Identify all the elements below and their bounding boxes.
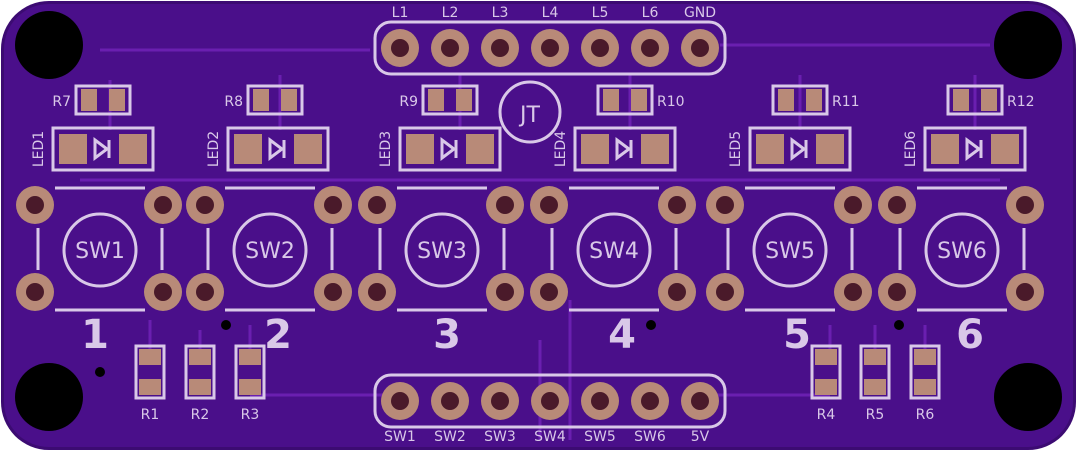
resistor-label-r8: R8 bbox=[224, 94, 243, 110]
top-header-label-6: L6 bbox=[642, 5, 659, 21]
led-label-6: LED6 bbox=[903, 131, 919, 167]
top-header-label-4: L4 bbox=[542, 5, 559, 21]
resistor-r3: R3 bbox=[234, 344, 266, 423]
mounting-hole-bottom-right bbox=[994, 363, 1062, 431]
top-header-pin-7 bbox=[681, 29, 719, 67]
bottom-header-pin-1 bbox=[381, 382, 419, 420]
resistor-label-r6: R6 bbox=[916, 407, 935, 423]
switch-number-5: 5 bbox=[783, 312, 811, 358]
top-header-pin-4 bbox=[531, 29, 569, 67]
top-header-label-7: GND bbox=[684, 5, 716, 21]
switch-number-3: 3 bbox=[433, 312, 461, 358]
led-label-2: LED2 bbox=[206, 131, 222, 167]
resistor-label-r11: R11 bbox=[832, 94, 860, 110]
resistor-label-r12: R12 bbox=[1007, 94, 1035, 110]
bottom-header-label-4: SW4 bbox=[534, 429, 566, 445]
mounting-hole-bottom-left bbox=[15, 363, 83, 431]
top-header-pin-5 bbox=[581, 29, 619, 67]
led-2: LED2 bbox=[206, 126, 330, 172]
bottom-header-pin-2 bbox=[431, 382, 469, 420]
resistor-r12: R12 bbox=[946, 84, 1035, 116]
switch-label-6: SW6 bbox=[937, 239, 987, 264]
led-label-4: LED4 bbox=[553, 131, 569, 167]
resistor-r6: R6 bbox=[909, 344, 941, 423]
top-header-pin-6 bbox=[631, 29, 669, 67]
led-1: LED1 bbox=[31, 126, 155, 172]
resistor-r7: R7 bbox=[52, 84, 132, 116]
logo-text: JT bbox=[518, 103, 540, 128]
bottom-header-label-6: SW6 bbox=[634, 429, 666, 445]
bottom-header-label-1: SW1 bbox=[384, 429, 416, 445]
resistor-r10: R10 bbox=[596, 84, 685, 116]
resistor-r9: R9 bbox=[399, 84, 479, 116]
top-header-pin-1 bbox=[381, 29, 419, 67]
switch-number-2: 2 bbox=[264, 312, 292, 358]
resistor-r8: R8 bbox=[224, 84, 304, 116]
switch-1: SW1 1 bbox=[16, 186, 182, 358]
bottom-header-label-7: 5V bbox=[691, 429, 710, 445]
led-label-3: LED3 bbox=[378, 131, 394, 167]
bottom-header: SW1 SW2 SW3 SW4 SW5 SW6 5V bbox=[373, 373, 727, 445]
resistor-r4: R4 bbox=[810, 344, 842, 423]
mounting-holes bbox=[15, 11, 1062, 431]
top-header-label-1: L1 bbox=[392, 5, 409, 21]
resistor-label-r9: R9 bbox=[399, 94, 418, 110]
resistor-label-r1: R1 bbox=[141, 407, 160, 423]
resistor-r5: R5 bbox=[859, 344, 891, 423]
led-6: LED6 bbox=[903, 126, 1027, 172]
top-header-label-2: L2 bbox=[442, 5, 459, 21]
top-header-pin-2 bbox=[431, 29, 469, 67]
bottom-header-label-2: SW2 bbox=[434, 429, 466, 445]
led-4: LED4 bbox=[553, 126, 677, 172]
switch-3: SW3 3 bbox=[358, 186, 524, 358]
resistor-r1: R1 bbox=[134, 344, 166, 423]
led-3: LED3 bbox=[378, 126, 502, 172]
resistor-r2: R2 bbox=[184, 344, 216, 423]
switch-label-3: SW3 bbox=[417, 239, 467, 264]
bottom-header-pin-6 bbox=[631, 382, 669, 420]
resistor-label-r7: R7 bbox=[52, 94, 71, 110]
switch-label-5: SW5 bbox=[765, 239, 815, 264]
logo: JT bbox=[498, 80, 562, 144]
bottom-header-pin-4 bbox=[531, 382, 569, 420]
resistor-label-r10: R10 bbox=[657, 94, 685, 110]
switch-label-1: SW1 bbox=[75, 239, 125, 264]
bottom-header-pin-3 bbox=[481, 382, 519, 420]
resistor-label-r2: R2 bbox=[191, 407, 210, 423]
switch-6: SW6 6 bbox=[878, 186, 1044, 358]
resistor-label-r4: R4 bbox=[817, 407, 836, 423]
switch-4: SW4 4 bbox=[530, 186, 696, 358]
top-header-label-5: L5 bbox=[592, 5, 609, 21]
bottom-header-pin-5 bbox=[581, 382, 619, 420]
switch-5: SW5 5 bbox=[706, 186, 872, 358]
top-header-label-3: L3 bbox=[492, 5, 509, 21]
switch-label-2: SW2 bbox=[245, 239, 295, 264]
led-label-1: LED1 bbox=[31, 131, 47, 167]
switch-number-1: 1 bbox=[81, 312, 109, 358]
top-header: L1 L2 L3 L4 L5 L6 GND bbox=[373, 5, 727, 76]
switch-number-6: 6 bbox=[956, 312, 984, 358]
resistor-label-r3: R3 bbox=[241, 407, 260, 423]
vias bbox=[95, 320, 904, 377]
mounting-hole-top-left bbox=[15, 11, 83, 79]
copper-traces bbox=[80, 43, 1000, 440]
led-5: LED5 bbox=[728, 126, 852, 172]
resistor-label-r5: R5 bbox=[866, 407, 885, 423]
switch-label-4: SW4 bbox=[589, 239, 639, 264]
bottom-header-label-3: SW3 bbox=[484, 429, 516, 445]
bottom-header-label-5: SW5 bbox=[584, 429, 616, 445]
bottom-header-pin-7 bbox=[681, 382, 719, 420]
resistor-r11: R11 bbox=[771, 84, 860, 116]
switch-number-4: 4 bbox=[608, 312, 636, 358]
mounting-hole-top-right bbox=[994, 11, 1062, 79]
switch-2: SW2 2 bbox=[186, 186, 352, 358]
top-header-pin-3 bbox=[481, 29, 519, 67]
led-label-5: LED5 bbox=[728, 131, 744, 167]
